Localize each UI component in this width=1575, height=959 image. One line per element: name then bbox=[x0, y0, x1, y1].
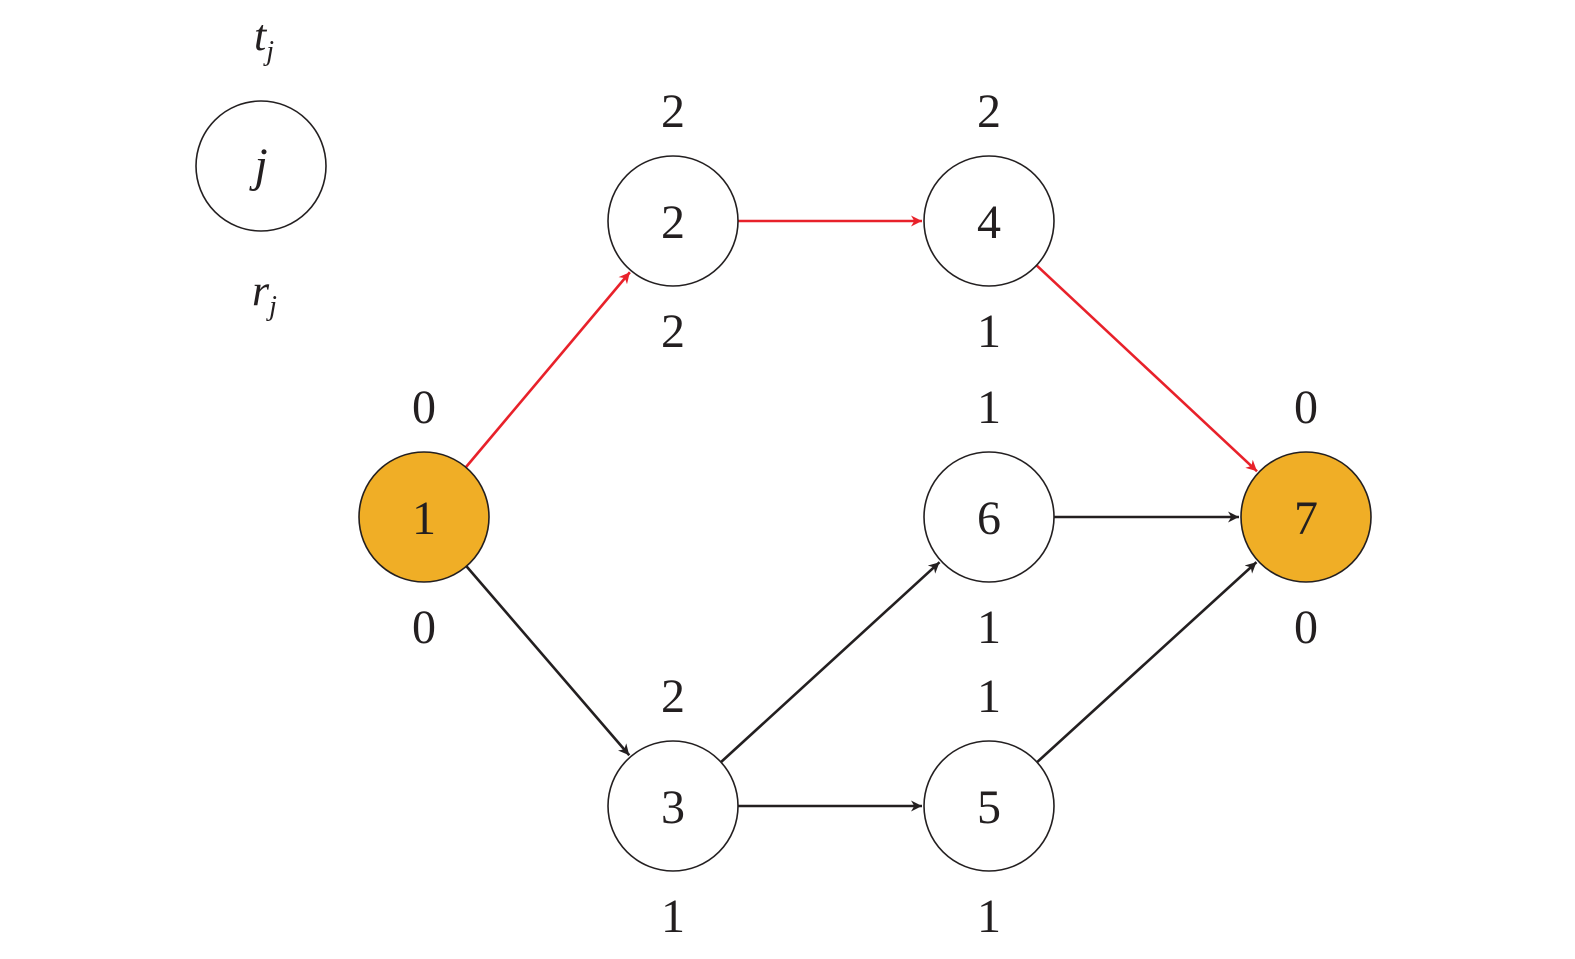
node-4: 4 2 1 bbox=[923, 85, 1055, 358]
node-4-r-value: 1 bbox=[977, 305, 1001, 358]
node-7-t-value: 0 bbox=[1294, 381, 1318, 434]
node-6-circle bbox=[923, 451, 1055, 583]
legend-top-symbol: t bbox=[254, 11, 268, 60]
node-3-t-value: 2 bbox=[661, 670, 685, 723]
node-3: 3 2 1 bbox=[607, 670, 739, 943]
node-6-label: 6 bbox=[977, 492, 1001, 545]
node-1-r-value: 0 bbox=[412, 601, 436, 654]
edge-1-to-3 bbox=[465, 565, 631, 757]
node-4-circle bbox=[923, 155, 1055, 287]
node-6-r-value: 1 bbox=[977, 601, 1001, 654]
legend-bottom-subscript: j bbox=[266, 291, 277, 322]
legend: tj j rj bbox=[195, 11, 327, 322]
legend-bottom-symbol: r bbox=[252, 266, 270, 315]
edges bbox=[464, 215, 1258, 812]
node-2-t-value: 2 bbox=[661, 85, 685, 138]
node-1: 1 0 0 bbox=[358, 381, 490, 654]
node-7-r-value: 0 bbox=[1294, 601, 1318, 654]
node-2-circle bbox=[607, 155, 739, 287]
node-3-r-value: 1 bbox=[661, 890, 685, 943]
node-7: 7 0 0 bbox=[1240, 381, 1372, 654]
node-6: 6 1 1 bbox=[923, 381, 1055, 654]
legend-top-label: tj bbox=[254, 11, 274, 67]
node-7-label: 7 bbox=[1294, 492, 1318, 545]
node-4-t-value: 2 bbox=[977, 85, 1001, 138]
node-5: 5 1 1 bbox=[923, 670, 1055, 943]
node-5-r-value: 1 bbox=[977, 890, 1001, 943]
edge-4-to-7 bbox=[1035, 264, 1258, 473]
node-1-t-value: 0 bbox=[412, 381, 436, 434]
legend-node-circle bbox=[195, 100, 327, 232]
node-5-label: 5 bbox=[977, 781, 1001, 834]
legend-top-subscript: j bbox=[263, 36, 274, 67]
node-3-label: 3 bbox=[661, 781, 685, 834]
edge-1-to-2 bbox=[464, 271, 631, 469]
node-2-label: 2 bbox=[661, 196, 685, 249]
edge-5-to-7 bbox=[1036, 561, 1258, 764]
node-2: 2 2 2 bbox=[607, 85, 739, 358]
node-3-circle bbox=[607, 740, 739, 872]
node-6-t-value: 1 bbox=[977, 381, 1001, 434]
node-7-circle bbox=[1240, 451, 1372, 583]
node-1-circle bbox=[358, 451, 490, 583]
node-5-t-value: 1 bbox=[977, 670, 1001, 723]
node-1-label: 1 bbox=[412, 492, 436, 545]
legend-bottom-label: rj bbox=[252, 266, 277, 322]
node-5-circle bbox=[923, 740, 1055, 872]
edge-3-to-6 bbox=[720, 561, 941, 764]
node-4-label: 4 bbox=[977, 196, 1001, 249]
node-2-r-value: 2 bbox=[661, 305, 685, 358]
